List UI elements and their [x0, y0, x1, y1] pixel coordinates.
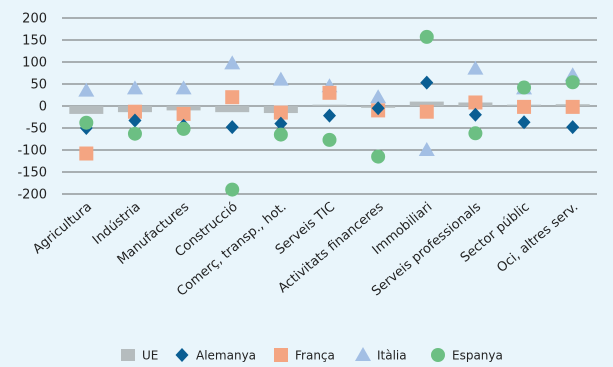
point-frança	[419, 104, 434, 119]
legend-marker-frança	[274, 348, 288, 362]
point-frança	[517, 99, 532, 114]
legend-label-ue: UE	[142, 349, 158, 363]
y-tick-label: 100	[22, 56, 47, 71]
point-frança	[322, 85, 337, 100]
point-itàlia	[78, 82, 95, 97]
y-tick-label: -200	[17, 188, 47, 203]
point-frança	[79, 146, 94, 161]
x-category-label: Agricultura	[30, 200, 95, 258]
bar-ue	[69, 106, 104, 114]
legend-marker-itàlia	[355, 347, 371, 361]
point-frança	[565, 99, 580, 114]
point-espanya	[468, 126, 483, 141]
point-itàlia	[224, 55, 241, 70]
point-espanya	[565, 75, 580, 90]
y-tick-label: 150	[22, 34, 47, 49]
point-espanya	[176, 121, 191, 136]
point-alemanya	[225, 120, 239, 135]
point-alemanya	[566, 120, 580, 135]
point-espanya	[79, 115, 94, 130]
legend-marker-espanya	[431, 348, 445, 362]
point-espanya	[419, 29, 434, 44]
y-tick-label: 200	[22, 12, 47, 27]
point-itàlia	[370, 89, 387, 104]
legend-label-frança: França	[295, 349, 335, 363]
point-frança	[176, 106, 191, 121]
point-alemanya	[128, 113, 142, 128]
bar-ue	[409, 101, 444, 106]
point-itàlia	[418, 142, 435, 156]
legend-label-espanya: Espanya	[452, 349, 503, 363]
point-alemanya	[323, 108, 336, 123]
legend: UE Alemanya França Itàlia Espanya	[121, 347, 503, 363]
point-alemanya	[420, 75, 434, 90]
y-tick-label: -50	[26, 122, 47, 137]
x-axis-labels: AgriculturaIndústriaManufacturesConstruc…	[30, 199, 581, 299]
point-frança	[127, 104, 142, 119]
point-frança	[273, 105, 288, 120]
point-espanya	[517, 80, 532, 95]
point-itàlia	[175, 80, 192, 95]
point-frança	[468, 95, 483, 110]
data-points	[78, 29, 581, 197]
point-espanya	[225, 182, 240, 197]
y-tick-label: -150	[17, 166, 47, 181]
bar-ue	[312, 104, 347, 106]
point-itàlia	[126, 80, 143, 95]
y-tick-label: 0	[39, 100, 47, 115]
y-axis: 200 150 100 50 0 -50 -100 -150 -200	[17, 12, 47, 203]
point-espanya	[273, 127, 288, 142]
point-alemanya	[517, 115, 531, 130]
bar-ue	[215, 106, 250, 113]
legend-label-alemanya: Alemanya	[196, 349, 256, 363]
point-alemanya	[468, 107, 482, 122]
point-alemanya	[274, 116, 288, 131]
legend-label-itàlia: Itàlia	[377, 349, 407, 363]
legend-marker-ue	[121, 349, 135, 361]
point-espanya	[322, 132, 337, 147]
point-itàlia	[467, 60, 484, 75]
y-tick-label: 50	[30, 78, 47, 93]
y-tick-label: -100	[17, 144, 47, 159]
point-itàlia	[272, 71, 289, 86]
point-frança	[225, 90, 240, 105]
legend-marker-alemanya	[175, 348, 189, 362]
x-category-label: Oci, altres serv.	[494, 200, 581, 276]
point-alemanya	[371, 101, 385, 116]
point-espanya	[371, 149, 386, 164]
point-espanya	[127, 126, 142, 141]
